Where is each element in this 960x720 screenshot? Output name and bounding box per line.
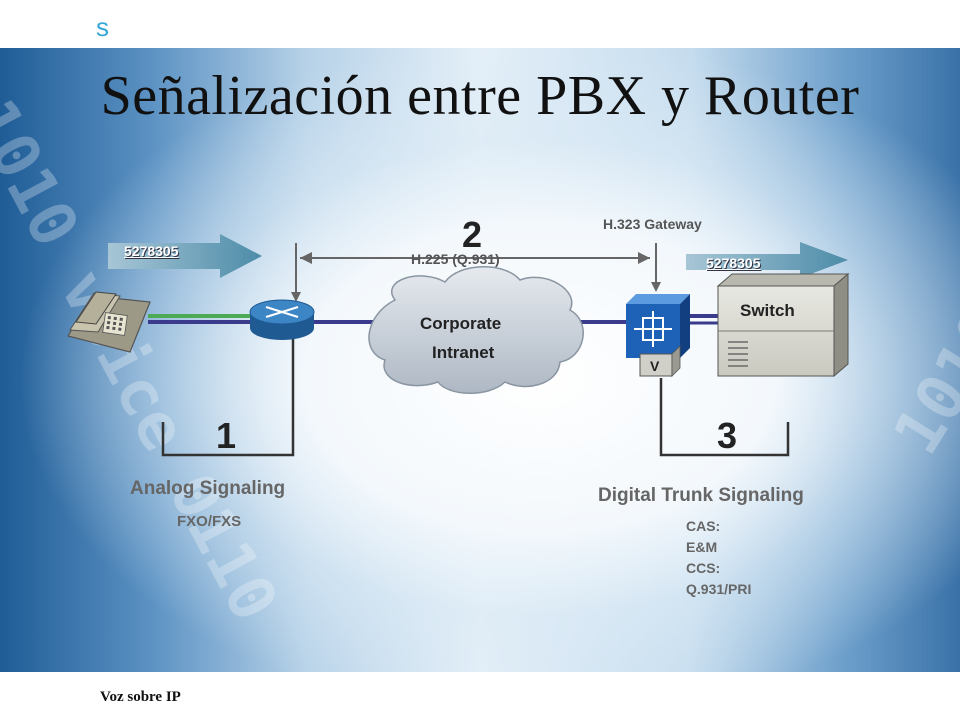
voice-module-label: V [650, 358, 660, 374]
right-number-arrow [686, 242, 848, 278]
step3-number: 3 [717, 415, 738, 456]
list-item: Q.931/PRI [686, 581, 752, 597]
list-item: E&M [686, 539, 718, 555]
step1-bracket [161, 337, 295, 457]
switch-label: Switch [740, 301, 795, 320]
corner-letter: s [96, 12, 109, 42]
pbx-switch-icon [716, 272, 850, 378]
digital-signaling-list: CAS: E&M CCS: Q.931/PRI [686, 516, 751, 600]
left-number-arrow [108, 234, 262, 278]
left-number: 5278305 [124, 243, 179, 259]
digital-signaling-label: Digital Trunk Signaling [598, 485, 804, 506]
cloud-label-line1: Corporate [420, 314, 502, 333]
analog-signaling-sub: FXO/FXS [177, 513, 242, 530]
footer-strip [0, 672, 960, 720]
gateway-switch-link [690, 314, 722, 325]
cloud-label-line2: Intranet [432, 343, 495, 362]
step1-number: 1 [216, 415, 237, 456]
footer-text: Voz sobre IP [100, 689, 181, 705]
voice-gateway-icon [626, 294, 690, 377]
list-item: CCS: [686, 560, 721, 576]
telephone-icon [67, 291, 151, 353]
slide-title: Señalización entre PBX y Router [100, 65, 860, 127]
router-icon [249, 299, 315, 340]
step3-bracket [659, 378, 790, 457]
gateway-label: H.323 Gateway [603, 216, 702, 232]
analog-link [148, 314, 250, 324]
step2-number: 2 [462, 214, 483, 255]
analog-signaling-label: Analog Signaling [130, 478, 286, 499]
list-item: CAS: [686, 518, 721, 534]
right-number: 5278305 [706, 255, 761, 271]
protocol-label: H.225 (Q.931) [411, 251, 500, 267]
cloud-icon [368, 266, 584, 394]
h225-double-arrow [291, 243, 661, 302]
